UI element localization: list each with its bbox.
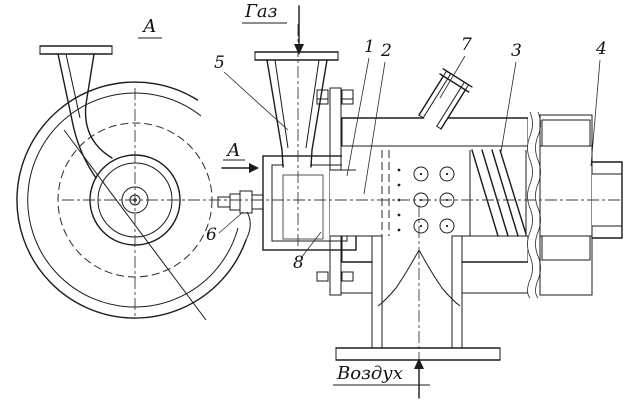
callout-numbers: 1 2 3 4 5 6 7 8 (206, 35, 607, 273)
section-label-arrow: А (225, 140, 241, 161)
callout-1: 1 (364, 37, 375, 57)
gas-flow-arrow (294, 5, 304, 55)
gas-label: Газ (244, 1, 277, 22)
centerlines (62, 24, 622, 398)
callout-6: 6 (206, 225, 217, 245)
air-cone-left (377, 249, 420, 307)
callout-7: 7 (461, 35, 472, 55)
text-labels: А Газ А Воздух (138, 1, 430, 386)
callout-8: 8 (293, 253, 304, 273)
section-label-top: А (141, 16, 157, 37)
main-body-tube (330, 117, 540, 294)
volute-inlet-funnel (39, 45, 113, 179)
break-lines (527, 111, 541, 299)
air-inlet-tee (335, 235, 501, 361)
section-a-arrow (221, 163, 259, 173)
callout-2: 2 (380, 41, 392, 61)
outlet-block (539, 114, 593, 296)
callout-5: 5 (214, 53, 225, 73)
air-flow-arrow (414, 358, 424, 399)
igniter-fitting (217, 190, 264, 214)
air-label: Воздух (336, 363, 403, 384)
callout-4: 4 (595, 39, 607, 59)
angled-branch-stub (418, 68, 473, 130)
callout-leaders (218, 55, 601, 259)
volute-scroll-casing (16, 81, 251, 321)
swirler-insert (469, 149, 527, 237)
hole-dots (397, 168, 401, 232)
gas-inlet-pipe (254, 51, 339, 168)
callout-3: 3 (511, 41, 522, 61)
air-cone-right (418, 249, 461, 307)
